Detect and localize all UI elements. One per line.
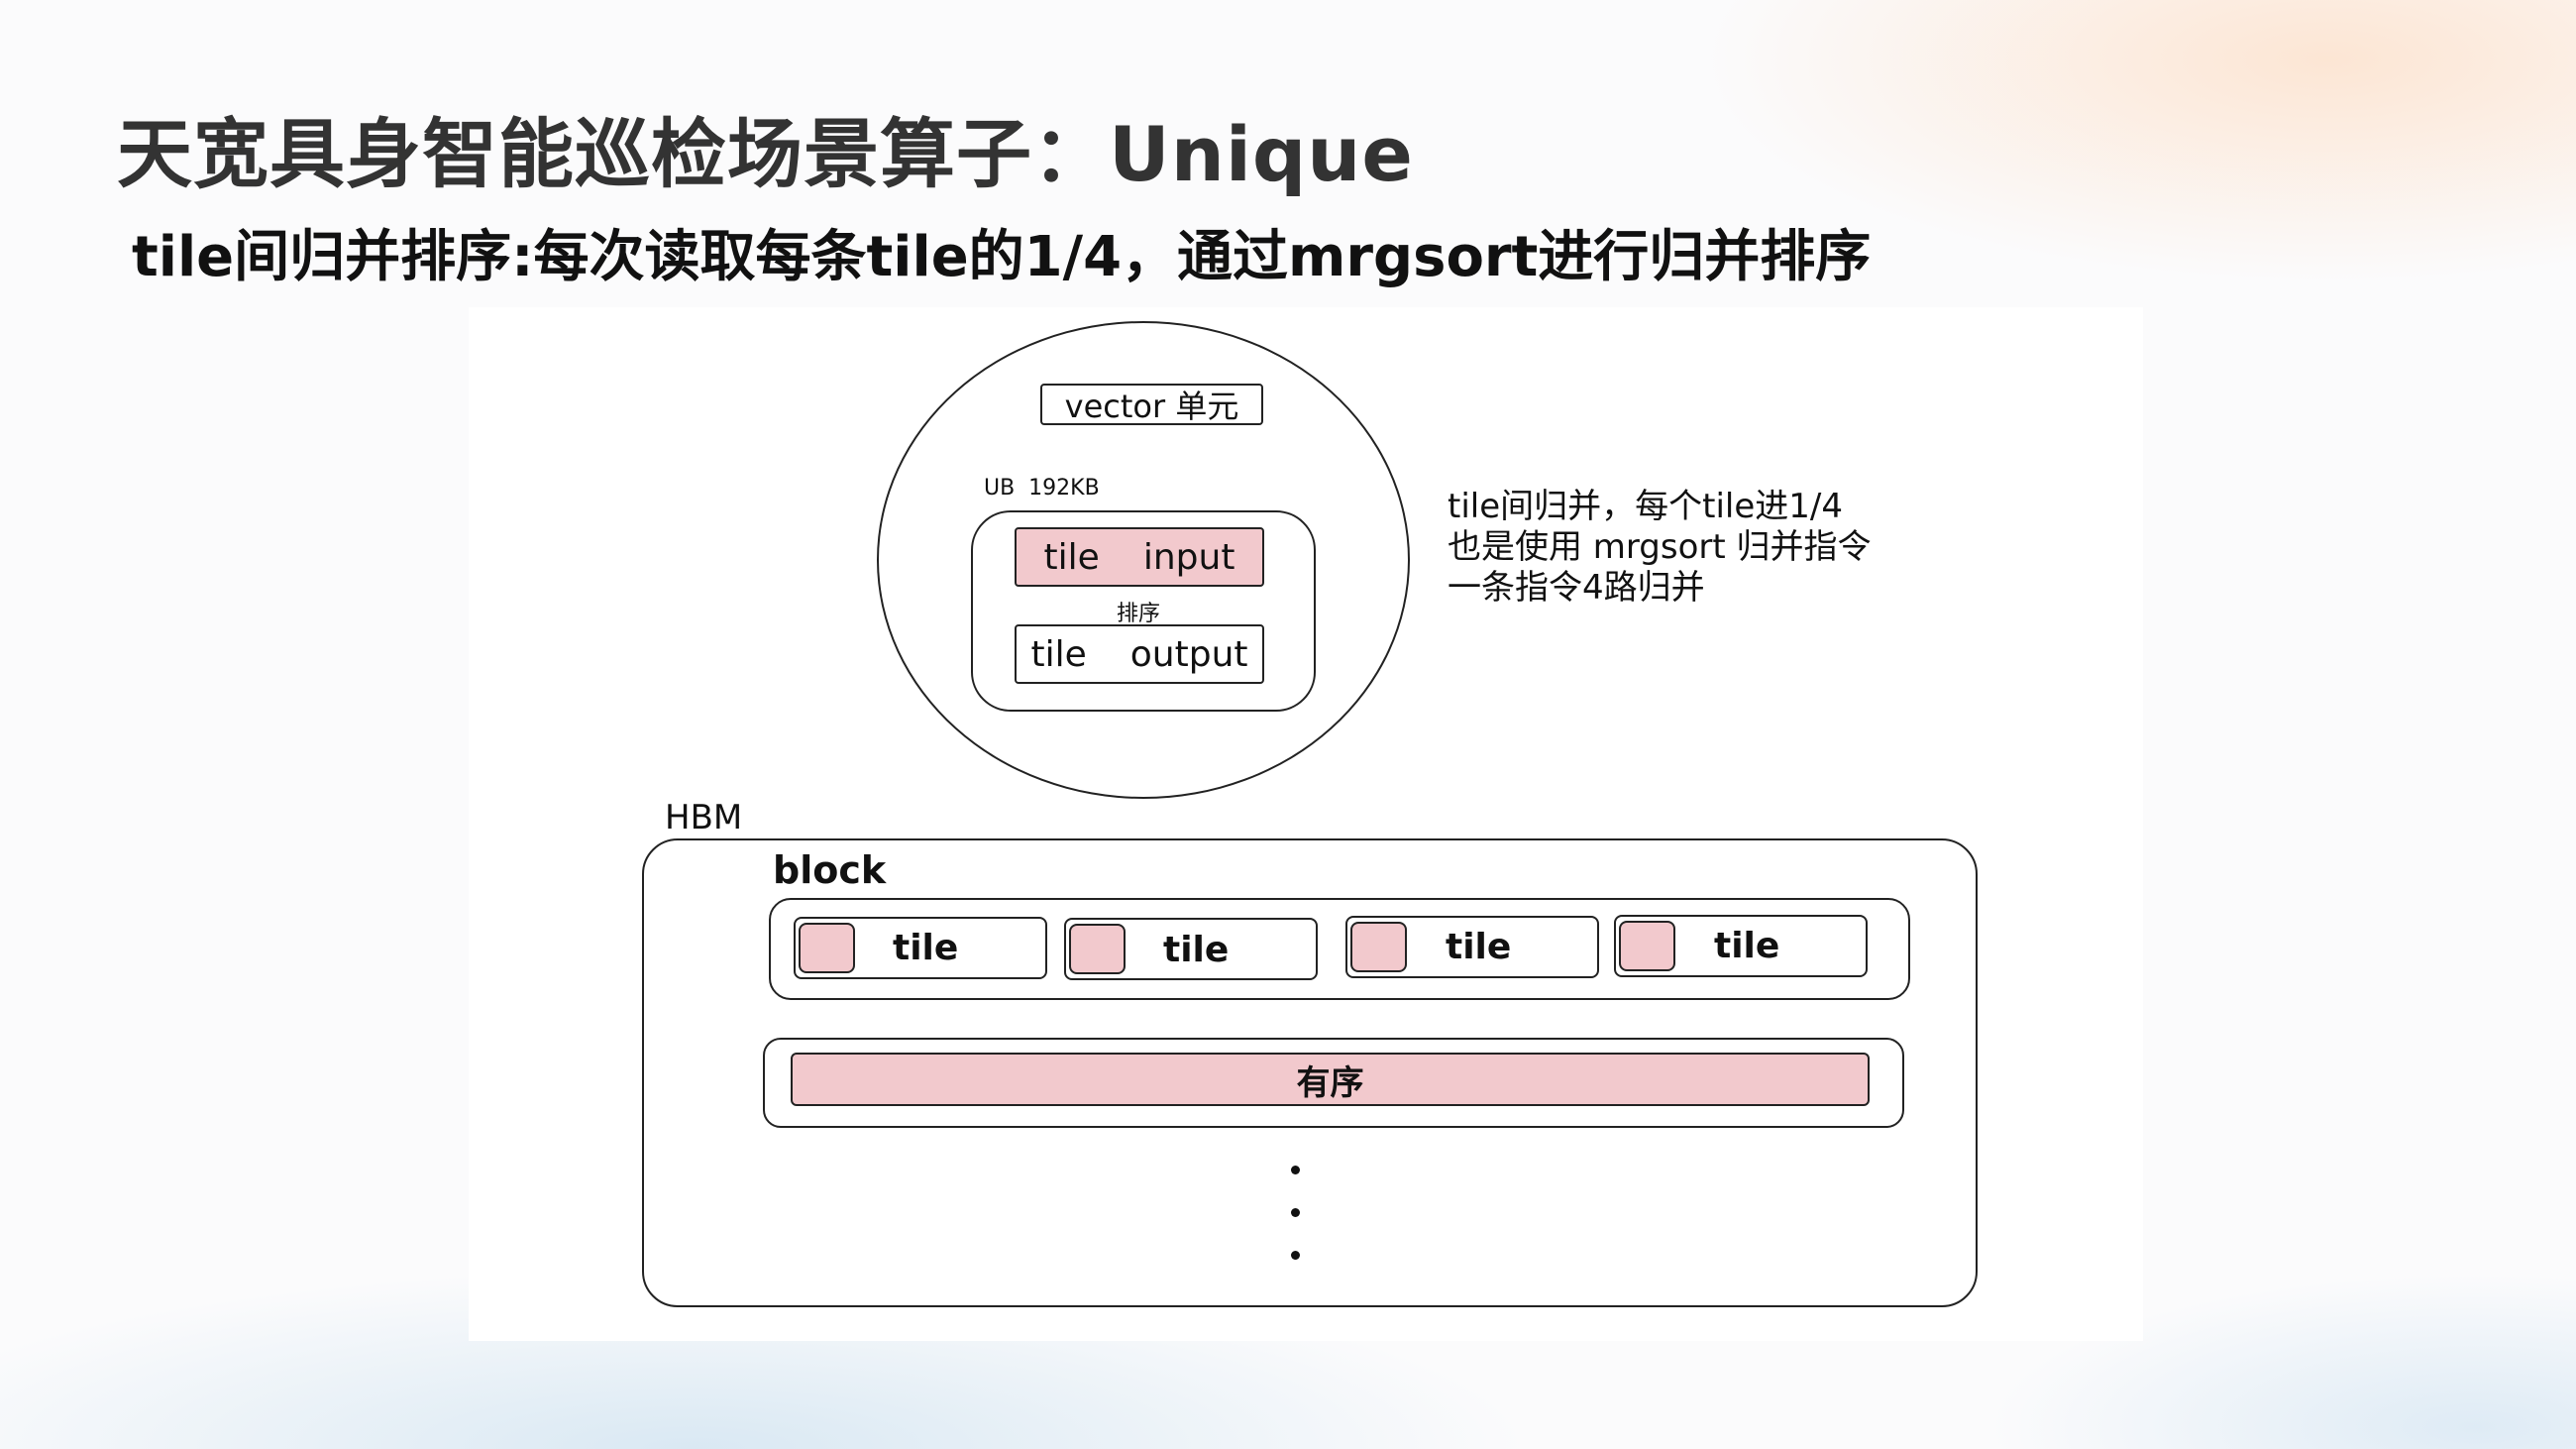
slide-subtitle: tile间归并排序:每次读取每条tile的1/4，通过mrgsort进行归并排序	[132, 225, 1872, 289]
tile-label-4: tile	[1714, 926, 1780, 966]
tile-input-right: input	[1142, 536, 1235, 578]
ellipsis-dot-3	[1291, 1251, 1300, 1260]
merge-note-line-1: tile间归并，每个tile进1/4	[1448, 487, 1844, 526]
ellipsis-dot-2	[1291, 1208, 1300, 1217]
vector-unit-label: vector 单元	[1064, 388, 1239, 425]
tile-swatch-2	[1069, 924, 1126, 974]
tile-label-3: tile	[1446, 927, 1512, 967]
tile-input-box: tile input	[1015, 527, 1264, 587]
tile-swatch-4	[1619, 921, 1675, 971]
tile-output-right: output	[1129, 633, 1248, 675]
ub-label: UB 192KB	[984, 476, 1100, 501]
merge-note-line-2: 也是使用 mrgsort 归并指令	[1448, 527, 1872, 567]
slide-title: 天宽具身智能巡检场景算子：Unique	[117, 110, 1414, 198]
tile-label-1: tile	[893, 928, 959, 968]
ordered-label: 有序	[1296, 1062, 1364, 1103]
ellipsis-dot-1	[1291, 1166, 1300, 1174]
hbm-label: HBM	[665, 798, 743, 837]
tile-output-box: tile output	[1015, 624, 1264, 684]
tile-swatch-1	[799, 923, 855, 973]
vector-unit-label-box: vector 单元	[1040, 384, 1263, 425]
tile-output-left: tile	[1030, 633, 1087, 675]
merge-note: tile间归并，每个tile进1/4 也是使用 mrgsort 归并指令 一条指…	[1448, 487, 1872, 609]
ordered-bar: 有序	[791, 1053, 1870, 1106]
tile-label-2: tile	[1163, 930, 1230, 970]
sort-label: 排序	[1117, 602, 1161, 626]
tile-swatch-3	[1350, 922, 1407, 972]
tile-input-left: tile	[1043, 536, 1100, 578]
merge-note-line-3: 一条指令4路归并	[1448, 568, 1705, 608]
block-label: block	[773, 848, 887, 892]
vector-unit-circle	[877, 321, 1410, 799]
